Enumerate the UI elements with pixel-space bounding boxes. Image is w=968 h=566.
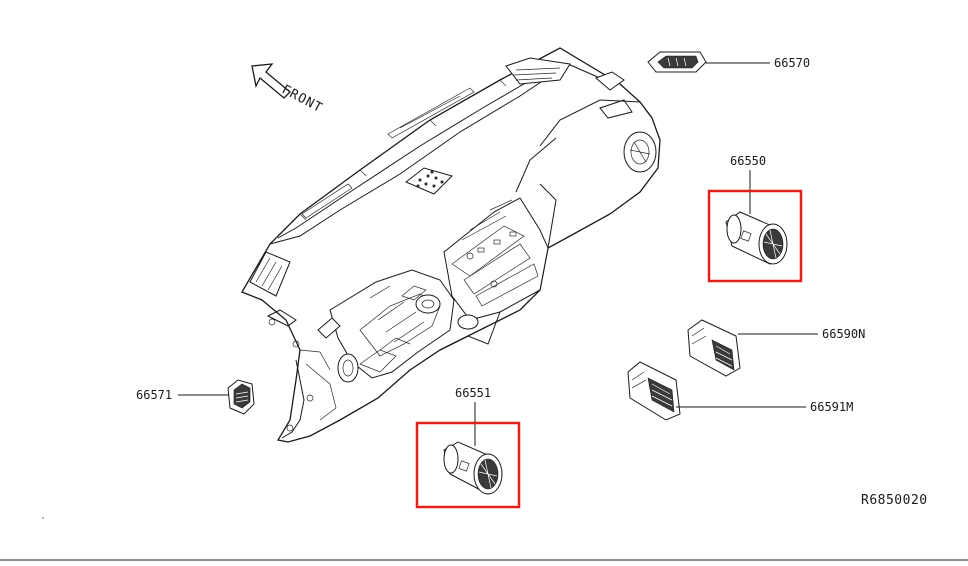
- part-number-66551: 66551: [455, 386, 491, 400]
- part-66550[interactable]: 66550: [707, 154, 803, 283]
- part-66571[interactable]: 66571: [136, 379, 255, 415]
- part-number-66550: 66550: [730, 154, 766, 168]
- part-66591m[interactable]: 66591M: [627, 361, 853, 421]
- part-number-66571: 66571: [136, 388, 172, 402]
- part-number-66570: 66570: [774, 56, 810, 70]
- highlight-box-66551: [415, 421, 521, 509]
- part-number-66590n: 66590N: [822, 327, 865, 341]
- highlight-box-66550: [707, 189, 803, 283]
- part-66551[interactable]: 66551: [415, 386, 521, 509]
- front-label: FRONT: [279, 82, 325, 116]
- part-number-66591m: 66591M: [810, 400, 853, 414]
- part-66570[interactable]: 66570: [647, 51, 810, 73]
- stray-dot: [42, 517, 44, 519]
- instrument-panel-illustration: [241, 47, 661, 443]
- part-66590n[interactable]: 66590N: [687, 319, 865, 377]
- reference-code: R6850020: [861, 493, 928, 508]
- front-arrow: FRONT: [251, 63, 325, 116]
